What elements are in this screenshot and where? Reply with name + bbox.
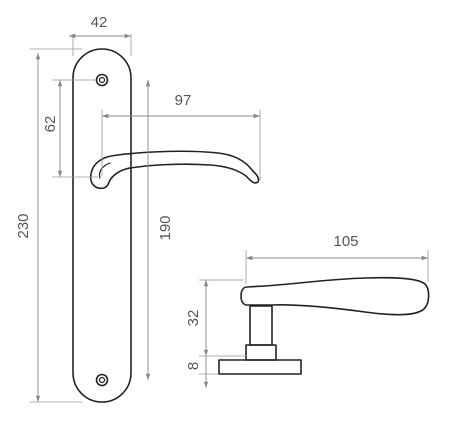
bottom-screw-icon xyxy=(95,373,109,387)
front-view xyxy=(72,48,260,403)
label-plate-height: 230 xyxy=(15,213,32,238)
label-handle-offset: 62 xyxy=(42,116,59,133)
side-view xyxy=(218,276,430,375)
back-plate xyxy=(72,48,132,403)
dim-plate-width: 42 xyxy=(69,14,132,56)
rosette-collar xyxy=(245,344,277,361)
dim-handle-reach: 97 xyxy=(101,92,261,180)
label-rosette-thickness: 8 xyxy=(185,362,202,370)
dim-handle-length: 105 xyxy=(245,233,429,284)
lever-handle-side xyxy=(240,276,430,316)
label-plate-width: 42 xyxy=(91,14,108,31)
label-hole-spacing: 190 xyxy=(157,215,174,240)
dim-handle-offset: 62 xyxy=(42,79,98,178)
top-screw-icon xyxy=(95,73,109,87)
label-handle-reach: 97 xyxy=(175,92,192,109)
dim-rosette-thickness: 8 xyxy=(185,356,218,388)
rosette-base xyxy=(218,359,302,375)
dim-hole-spacing: 190 xyxy=(145,80,174,380)
handle-neck xyxy=(249,305,273,346)
label-handle-height: 32 xyxy=(185,310,202,327)
lever-handle-front xyxy=(89,150,260,190)
label-handle-length: 105 xyxy=(333,233,358,250)
dim-handle-height: 32 xyxy=(185,279,246,357)
dim-plate-height: 230 xyxy=(15,48,82,403)
